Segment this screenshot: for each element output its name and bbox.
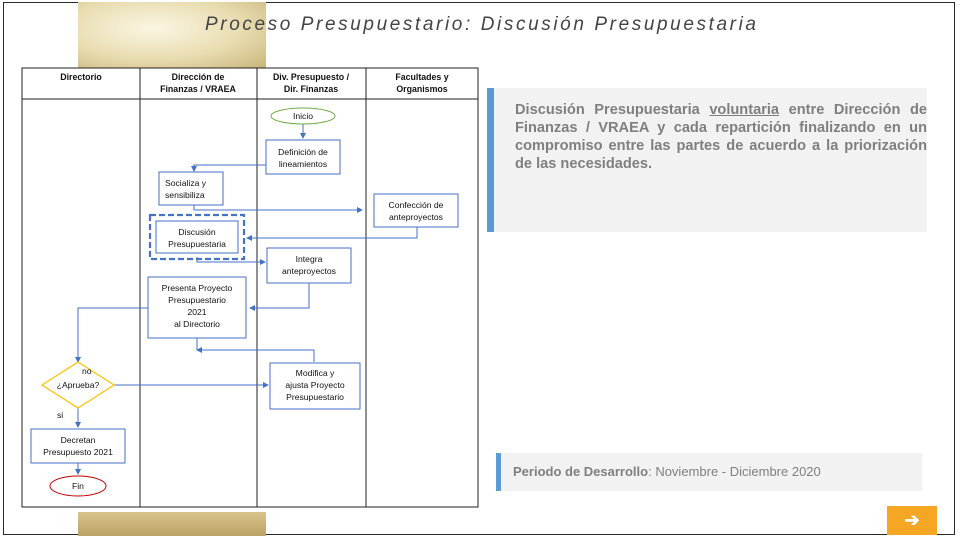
presenta-line3: 2021 xyxy=(187,307,206,317)
start-node-label: Inicio xyxy=(293,111,313,121)
decretan-line1: Decretan xyxy=(61,435,96,445)
description-part1: Discusión Presupuestaria xyxy=(515,102,700,118)
presenta-line1: Presenta Proyecto xyxy=(162,283,233,293)
presenta-line4: al Directorio xyxy=(174,319,220,329)
modifica-line3: Presupuestario xyxy=(286,392,344,402)
end-node xyxy=(49,475,107,497)
socializa-line1: Socializa y xyxy=(165,178,207,188)
lane-header-finanzas-l1: Dirección de xyxy=(172,72,225,82)
modifica-line1: Modifica y xyxy=(296,368,335,378)
discusion-line1: Discusión xyxy=(178,227,215,237)
lane-header-finanzas-l2: Finanzas / VRAEA xyxy=(160,84,236,94)
connectors xyxy=(75,123,418,475)
decretan-line2: Presupuesto 2021 xyxy=(43,447,113,457)
decorative-image-bottom xyxy=(78,512,266,536)
lane-header-facultades-l2: Organismos xyxy=(396,84,447,94)
socializa-box xyxy=(158,171,224,206)
slide-title: Proceso Presupuestario: Discusión Presup… xyxy=(205,14,759,35)
definicion-line2: lineamientos xyxy=(279,159,327,169)
period-box: Periodo de Desarrollo: Noviembre - Dicie… xyxy=(496,453,922,491)
confeccion-box xyxy=(373,193,459,228)
lane-header-presupuesto-l1: Div. Presupuesto / xyxy=(273,72,350,82)
lane-header-facultades-l1: Facultades y xyxy=(395,72,448,82)
end-node-label: Fin xyxy=(72,481,84,491)
integra-box xyxy=(266,247,352,284)
no-label: no xyxy=(82,366,92,376)
definicion-box xyxy=(265,139,341,175)
presenta-line2: Presupuestario xyxy=(168,295,226,305)
period-text: Periodo de Desarrollo: Noviembre - Dicie… xyxy=(513,464,821,479)
confeccion-line2: anteproyectos xyxy=(389,212,443,222)
aprueba-decision xyxy=(40,361,116,409)
si-label: si xyxy=(57,410,63,420)
decretan-box xyxy=(30,428,126,464)
start-node xyxy=(270,107,336,125)
period-label: Periodo de Desarrollo xyxy=(513,464,649,479)
discusion-line2: Presupuestaria xyxy=(168,239,226,249)
discusion-box xyxy=(155,220,239,254)
definicion-line1: Definición de xyxy=(278,147,328,157)
description-text: Discusión Presupuestaria voluntaria entr… xyxy=(515,101,927,173)
next-arrow-button[interactable]: ➔ xyxy=(887,506,937,535)
integra-line2: anteproyectos xyxy=(282,266,336,276)
period-value: : Noviembre - Diciembre 2020 xyxy=(648,464,821,479)
presenta-box xyxy=(147,276,247,339)
decorative-image xyxy=(78,2,266,68)
description-box: Discusión Presupuestaria voluntaria entr… xyxy=(487,88,927,232)
modifica-box xyxy=(269,362,361,410)
description-underlined: voluntaria xyxy=(709,102,780,118)
integra-line1: Integra xyxy=(296,254,323,264)
socializa-line2: sensibiliza xyxy=(165,190,205,200)
discusion-highlight xyxy=(148,213,246,261)
confeccion-line1: Confección de xyxy=(389,200,444,210)
modifica-line2: ajusta Proyecto xyxy=(285,380,344,390)
aprueba-label: ¿Aprueba? xyxy=(57,380,100,390)
lane-header-presupuesto-l2: Dir. Finanzas xyxy=(284,84,338,94)
description-part2: entre Dirección de Finanzas / VRAEA y ca… xyxy=(515,102,927,172)
lane-header-directorio: Directorio xyxy=(60,72,102,82)
